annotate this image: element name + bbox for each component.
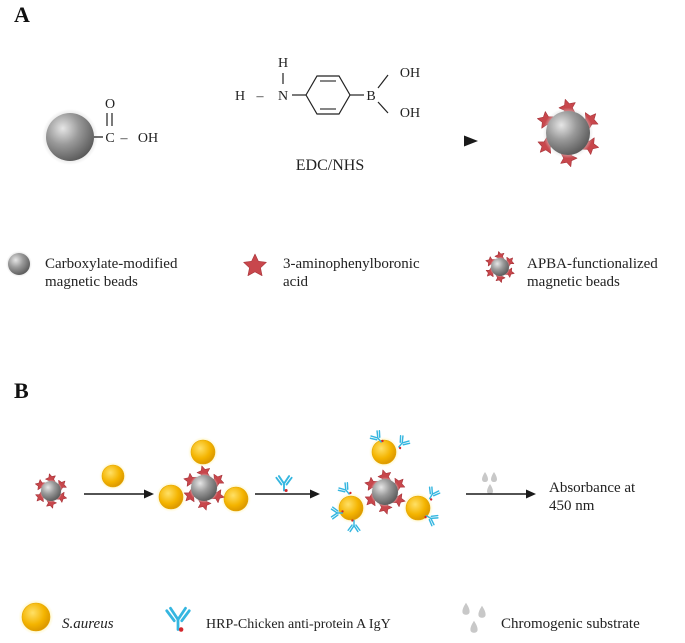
legend-b-s-aureus-icon <box>18 599 54 635</box>
step-arrow-2 <box>255 489 320 499</box>
bacteria-icon <box>21 602 51 632</box>
drop-icon <box>487 484 493 494</box>
drop-icon <box>482 472 488 482</box>
legend-b-antibody-icon <box>165 606 191 632</box>
legend-a-item-1-line2: magnetic beads <box>45 274 138 290</box>
molecule-oh-top: OH <box>400 66 420 81</box>
legend-b-item-3: Chromogenic substrate <box>501 616 640 632</box>
legend-a-item-2-line2: acid <box>283 274 308 290</box>
bead-icon <box>491 258 509 276</box>
antibody-icon <box>275 475 293 493</box>
drop-icon <box>470 620 478 633</box>
antibody-icon <box>165 606 191 632</box>
bead-icon <box>546 111 590 155</box>
substrate-drops-icon <box>482 472 497 494</box>
legend-a-item-3-line2: magnetic beads <box>527 274 620 290</box>
apba-molecule: H H – N B OH OH <box>235 56 420 121</box>
antibody-icon <box>369 430 384 443</box>
apba-bead-step1-icon <box>34 473 67 509</box>
antibody-icon <box>330 506 344 520</box>
molecule-n: N <box>278 89 288 104</box>
molecule-h-left: H <box>235 89 245 104</box>
legend-b-item-2: HRP-Chicken anti-protein A IgY <box>206 617 391 632</box>
carboxyl-group: O C – OH <box>94 97 158 146</box>
molecule-b: B <box>366 89 375 104</box>
legend-a-item-2-line1: 3-aminophenylboronic <box>283 256 420 272</box>
reaction-label: EDC/NHS <box>296 157 364 174</box>
step-arrow-1 <box>84 489 154 499</box>
legend-a-apba-bead-icon <box>485 251 515 283</box>
bead-bacteria-antibody-complex-icon <box>330 430 441 533</box>
antibody-icon <box>424 514 439 527</box>
drop-icon <box>462 602 470 615</box>
molecule-h-top: H <box>278 56 288 71</box>
legend-b-drops-icon <box>462 602 486 633</box>
drop-icon <box>491 472 497 482</box>
apba-bead-product-icon <box>537 99 599 167</box>
antibody-reagent-icon <box>275 475 293 493</box>
carboxyl-o: O <box>105 97 115 112</box>
result-line2: 450 nm <box>549 498 595 514</box>
bead-icon <box>41 481 61 501</box>
bead-icon <box>191 475 217 501</box>
drop-icon <box>478 605 486 618</box>
step-arrow-3 <box>466 489 536 499</box>
carboxyl-oh: OH <box>138 131 158 146</box>
panel-a-letter: A <box>14 2 30 27</box>
s-aureus-reagent-icon <box>99 462 127 490</box>
carboxyl-dash: – <box>120 131 129 146</box>
legend-a-item-1-line1: Carboxylate-modified <box>45 256 178 272</box>
carboxylate-bead-icon <box>42 109 98 165</box>
bead-bacteria-complex-icon <box>156 437 251 514</box>
result-line1: Absorbance at <box>549 480 636 496</box>
bead-icon <box>372 479 398 505</box>
reaction-arrow <box>190 135 478 147</box>
bacteria-icon <box>190 439 216 465</box>
carboxyl-c: C <box>105 131 114 146</box>
antibody-icon <box>337 482 352 495</box>
legend-b-item-1: S.aureus <box>62 616 114 632</box>
bacteria-icon <box>101 464 125 488</box>
legend-a-star-icon <box>243 253 267 277</box>
legend-a-item-3-line1: APBA-functionalized <box>527 256 658 272</box>
antibody-icon <box>428 486 441 501</box>
bacteria-icon <box>371 439 397 465</box>
bacteria-icon <box>338 495 364 521</box>
bacteria-icon <box>223 486 249 512</box>
antibody-icon <box>398 435 411 450</box>
star-icon <box>243 253 267 277</box>
molecule-oh-bottom: OH <box>400 106 420 121</box>
bacteria-icon <box>405 495 431 521</box>
antibody-icon <box>347 519 361 533</box>
bacteria-icon <box>158 484 184 510</box>
panel-b-letter: B <box>14 378 29 403</box>
legend-a-carboxylate-bead-icon <box>6 251 32 277</box>
molecule-dash: – <box>256 89 265 104</box>
